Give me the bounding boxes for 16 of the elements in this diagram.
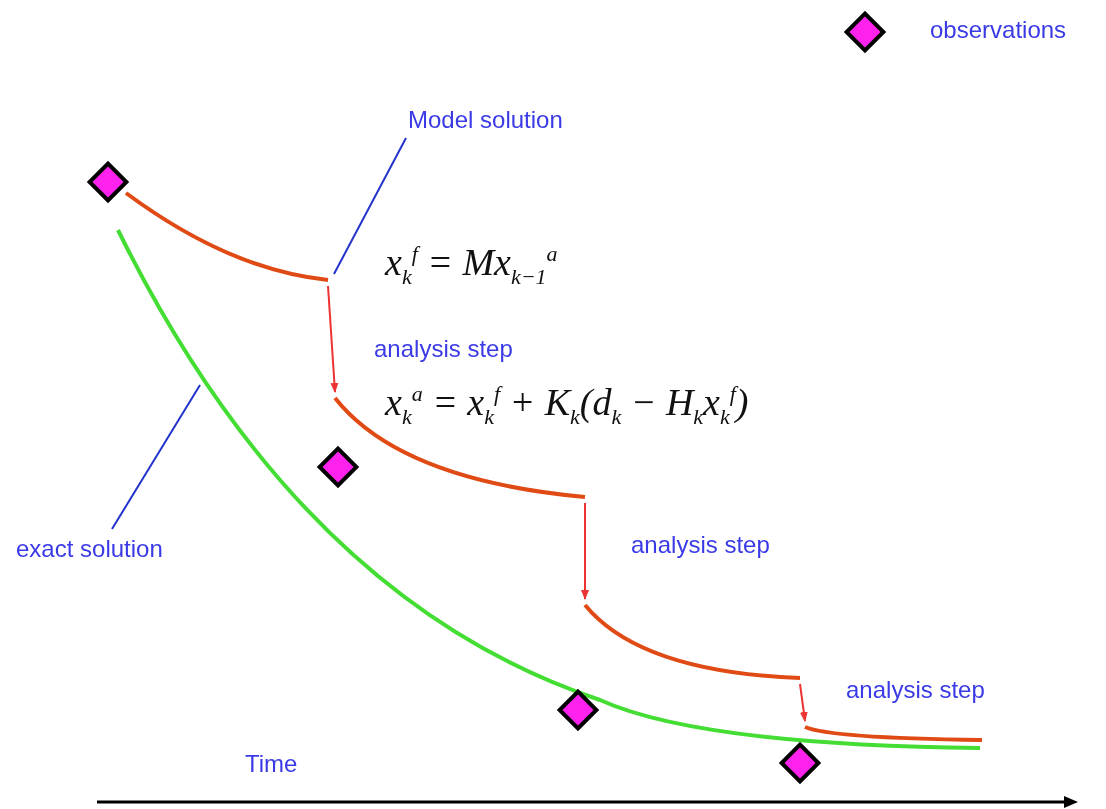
legend-label: observations <box>930 16 1067 44</box>
arrow <box>581 502 589 600</box>
edge-label: analysis step <box>631 531 770 559</box>
arrow <box>327 285 339 393</box>
model-solution-curve <box>583 603 801 680</box>
axis-label: Time <box>245 750 298 778</box>
leader-line <box>333 137 407 275</box>
edge-label: analysis step <box>374 335 513 363</box>
model-solution-curve <box>124 191 329 282</box>
arrow <box>799 683 808 722</box>
curve-label: exact solution <box>16 535 163 563</box>
equation: x$_{k}$$^{a}$ = x$_{k}$$^{f}$ + K$_{k}$(d$_{k}$ − H$_{k}$x$_{k}$$^{f}$) <box>385 380 749 430</box>
curve-label: Model solution <box>408 106 563 134</box>
edge-label: analysis step <box>846 676 985 704</box>
model-solution-curve <box>804 725 983 742</box>
leader-line <box>111 384 201 530</box>
